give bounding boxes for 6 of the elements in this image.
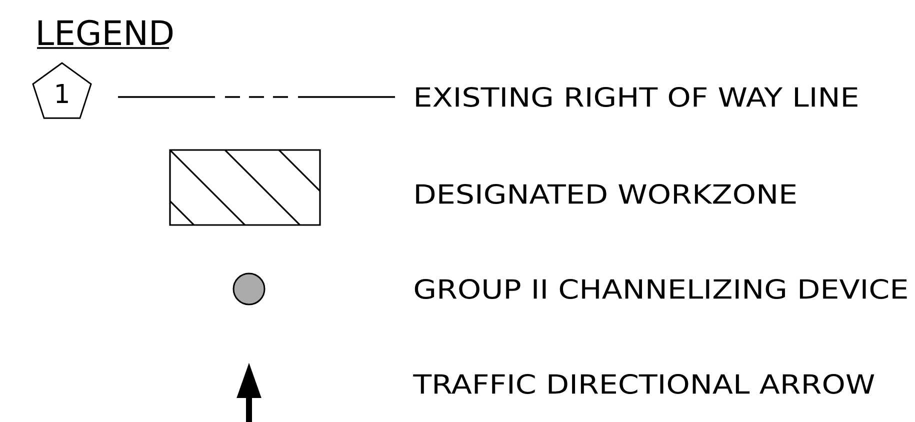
- legend-label: EXISTING RIGHT OF WAY LINE: [416, 87, 858, 107]
- callout-pentagon: 1: [32, 62, 92, 119]
- legend-label: DESIGNATED WORKZONE: [416, 184, 796, 204]
- legend-title: LEGEND: [37, 20, 173, 49]
- legend-label: TRAFFIC DIRECTIONAL ARROW: [413, 374, 874, 394]
- legend-label: GROUP II CHANNELIZING DEVICE: [414, 279, 907, 299]
